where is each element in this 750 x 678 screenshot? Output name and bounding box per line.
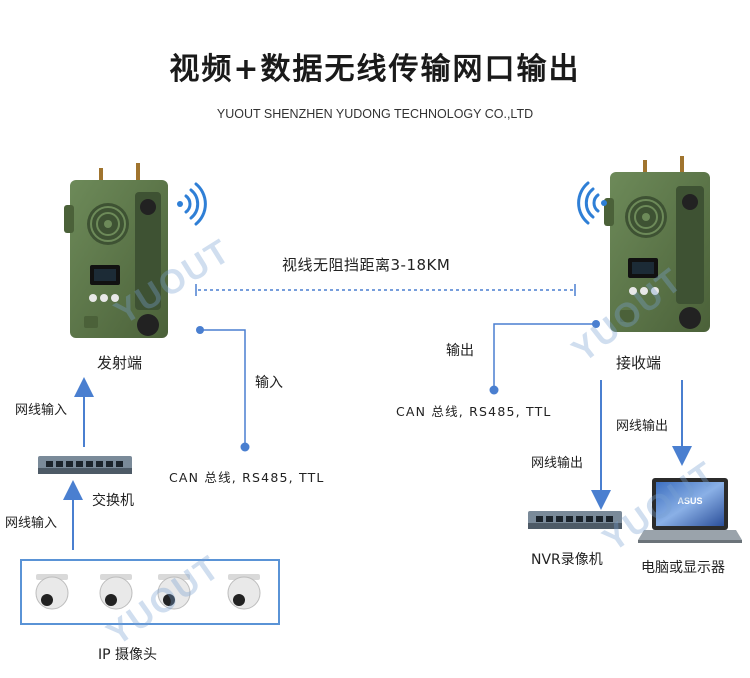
wireless-link-line — [195, 284, 576, 296]
receiver-device — [604, 156, 710, 332]
receiver-nvr-link-label: 网线输出 — [531, 456, 584, 471]
page-title: 视频+数据无线传输网口输出 — [169, 52, 581, 87]
nvr-recorder-device — [528, 511, 622, 529]
receiver-pc-link-label: 网线输出 — [616, 419, 669, 434]
receiver-label: 接收端 — [616, 354, 662, 372]
link-distance-label: 视线无阻挡距离3-18KM — [282, 256, 451, 274]
switch-label: 交换机 — [92, 493, 134, 509]
receiver-wifi-icon — [577, 181, 607, 225]
network-switch-device — [38, 456, 132, 474]
receiver-output-label: 输出 — [446, 343, 474, 359]
transmitter-wifi-icon — [177, 182, 207, 226]
transmitter-device — [64, 163, 168, 338]
transmitter-serial-ports: CAN 总线, RS485, TTL — [169, 470, 325, 485]
laptop-device — [638, 478, 742, 543]
cameras-frame — [20, 559, 280, 625]
ip-camera-1 — [35, 574, 69, 610]
nvr-label: NVR录像机 — [531, 552, 603, 568]
transmitter-serial-line — [196, 326, 250, 452]
receiver-serial-line — [489, 320, 600, 395]
company-subtitle: YUOUT SHENZHEN YUDONG TECHNOLOGY CO.,LTD — [216, 107, 534, 121]
transmitter-uplink-label: 网线输入 — [15, 403, 68, 418]
ip-camera-3 — [157, 574, 191, 610]
laptop-brand-logo: ASUS — [677, 496, 703, 506]
computer-label: 电脑或显示器 — [641, 560, 725, 576]
transmitter-label: 发射端 — [97, 354, 143, 372]
ip-camera-4 — [227, 574, 261, 610]
transmitter-input-label: 输入 — [255, 375, 283, 391]
ip-camera-2 — [99, 574, 133, 610]
ip-cameras-label: IP 摄像头 — [98, 647, 158, 663]
receiver-serial-ports: CAN 总线, RS485, TTL — [396, 404, 552, 419]
switch-input-label: 网线输入 — [5, 516, 58, 531]
